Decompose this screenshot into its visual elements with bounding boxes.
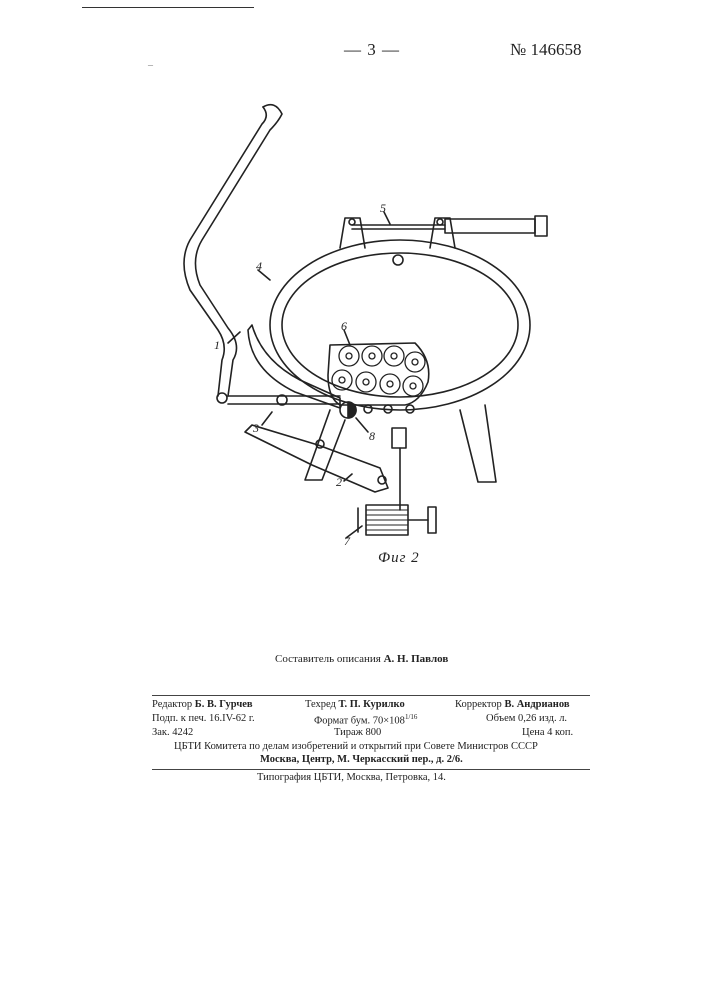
editor-name: Б. В. Гурчев [195, 699, 253, 710]
label-4: 4 [256, 259, 262, 273]
signed-to-print: Подп. к печ. 16.IV-62 г. [152, 713, 255, 724]
label-5: 5 [380, 201, 386, 215]
price: Цена 4 коп. [522, 727, 573, 738]
label-6: 6 [341, 319, 347, 333]
label-1: 1 [214, 338, 220, 352]
stray-mark: _ [148, 56, 153, 67]
volume: Объем 0,26 изд. л. [486, 713, 567, 724]
lever-2 [245, 425, 388, 492]
label-8: 8 [369, 429, 375, 443]
label-2: 2 [336, 475, 342, 489]
handle-lever-1 [195, 105, 282, 396]
order-number: Зак. 4242 [152, 727, 193, 738]
page-number: — 3 — [344, 40, 400, 60]
editor-credit: Редактор Б. В. Гурчев [152, 699, 253, 710]
compiler-line: Составитель описания А. Н. Павлов [275, 653, 448, 665]
techred-name: Т. П. Курилко [339, 699, 405, 710]
left-leg [305, 410, 345, 480]
ring-body-4-inner [282, 253, 518, 397]
compiler-prefix: Составитель описания [275, 653, 381, 665]
label-3: 3 [252, 421, 259, 435]
techred-credit: Техред Т. П. Курилко [305, 699, 405, 710]
rod-extension [445, 219, 535, 233]
roller-group [332, 346, 425, 396]
corrector-credit: Корректор В. Андрианов [455, 699, 569, 710]
circulation: Тираж 800 [334, 727, 381, 738]
corrector-name: В. Андрианов [504, 699, 569, 710]
string-guide [392, 428, 406, 448]
patent-figure-2: 1 2 3 4 5 6 7 8 [150, 95, 570, 555]
right-leg [460, 405, 496, 482]
rod-end-cap [535, 216, 547, 236]
top-rule [82, 7, 254, 8]
label-7: 7 [344, 534, 351, 548]
printer-line: Типография ЦБТИ, Москва, Петровка, 14. [257, 772, 446, 783]
publisher-line-2: Москва, Центр, М. Черкасский пер., д. 2/… [260, 754, 463, 765]
credits-top-rule [152, 695, 590, 696]
compiler-name: А. Н. Павлов [384, 653, 449, 665]
figure-caption: Фиг 2 [378, 550, 420, 567]
patent-number: № 146658 [510, 40, 581, 60]
publisher-line-1: ЦБТИ Комитета по делам изобретений и отк… [174, 741, 538, 752]
paper-format: Формат бум. 70×1081/16 [314, 713, 417, 727]
credits-bottom-rule [152, 769, 590, 770]
top-pivot [393, 255, 403, 265]
